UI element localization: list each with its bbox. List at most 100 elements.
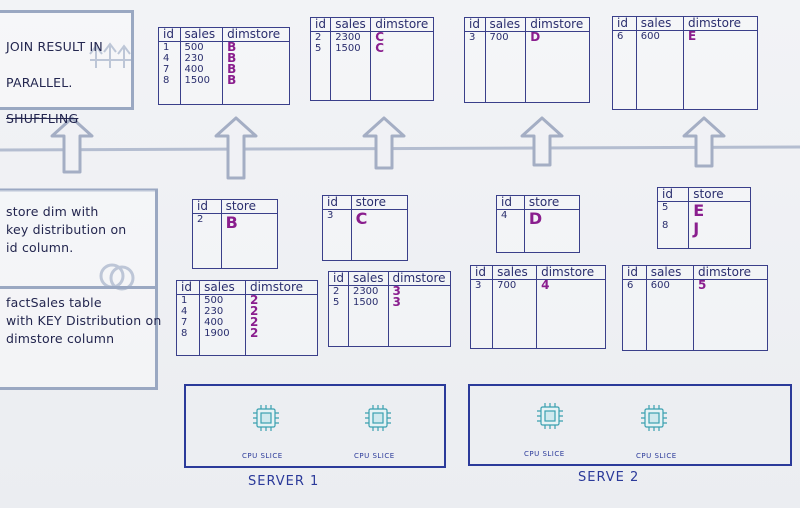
- table-filler-row: [497, 228, 580, 253]
- table-filler-cell: [311, 54, 331, 101]
- table-cell: 3: [387, 296, 451, 308]
- table-cell: 3: [327, 210, 334, 221]
- server-1-box: [184, 384, 446, 468]
- server-1-label: SERVER 1: [248, 474, 320, 489]
- column-header: id: [176, 280, 200, 295]
- table-filler-cell: [688, 238, 751, 249]
- table-cell: 2300: [347, 285, 389, 297]
- table-cell: E: [688, 201, 751, 220]
- column-header: sales: [484, 17, 526, 32]
- table-cell: 5: [333, 297, 340, 308]
- cpu-chip-svg: [641, 405, 667, 431]
- table-filler-row: [623, 291, 768, 351]
- cpu-slice-label: CPU SLICE: [354, 452, 395, 460]
- column-header: id: [657, 187, 689, 202]
- table-filler-row: [159, 86, 290, 105]
- cpu-slice-label: CPU SLICE: [636, 452, 677, 460]
- column-header: sales: [645, 265, 694, 280]
- table-cell: 5: [315, 43, 322, 54]
- table-filler-cell: [220, 232, 278, 269]
- column-header: id: [470, 265, 493, 280]
- join-note-line1: JOIN RESULT IN: [6, 39, 103, 54]
- column-header: store: [350, 195, 408, 210]
- table-cell: 4: [181, 306, 188, 317]
- table-filler-cell: [658, 238, 689, 249]
- table-cell: 2: [245, 305, 318, 317]
- column-header: sales: [330, 17, 371, 32]
- up-arrow-icon: [362, 116, 406, 170]
- table-cell: 2300: [330, 31, 371, 43]
- table-cell: 8: [163, 75, 170, 86]
- table-cell: 8: [662, 220, 669, 231]
- distribution-note: [0, 190, 158, 390]
- column-header: dimstore: [536, 265, 606, 280]
- table-cell: D: [523, 209, 580, 228]
- table-cell: 1900: [199, 328, 246, 339]
- table-filler-row: [177, 339, 318, 356]
- storedim-note-text: store dim with key distribution on id co…: [6, 204, 127, 255]
- table-filler-cell: [323, 228, 352, 261]
- table-cell: 600: [635, 30, 684, 42]
- table-cell: 3: [387, 285, 451, 297]
- table-cell: 400: [199, 317, 246, 328]
- table-cell: 6: [617, 31, 624, 42]
- column-header: sales: [635, 16, 684, 31]
- cpu-chip-svg: [365, 405, 391, 431]
- table-filler-cell: [623, 291, 647, 351]
- table-cell: C: [370, 42, 434, 54]
- table-cell: 1: [163, 42, 170, 53]
- table-filler-cell: [347, 308, 389, 347]
- column-header: dimstore: [683, 16, 758, 31]
- table-filler-row: [323, 228, 408, 261]
- table-cell: 2: [245, 327, 318, 339]
- table-filler-cell: [177, 339, 200, 356]
- table-filler-cell: [387, 308, 451, 347]
- table-cell: 500: [199, 294, 246, 306]
- join-note-line2: PARALLEL.: [6, 75, 73, 90]
- table-cell: 600: [645, 279, 694, 291]
- up-arrow-icon: [50, 116, 94, 174]
- table-cell: 230: [199, 306, 246, 317]
- column-header: sales: [347, 271, 389, 286]
- column-header: dimstore: [387, 271, 451, 286]
- table-cell: 2: [315, 32, 322, 43]
- cpu-chip-icon: [534, 400, 566, 436]
- column-header: id: [192, 199, 222, 214]
- up-arrow-icon: [214, 116, 258, 180]
- table-filler-cell: [199, 339, 246, 356]
- table-filler-cell: [693, 291, 768, 351]
- column-header: dimstore: [370, 17, 434, 32]
- table-cell: B: [220, 213, 278, 232]
- table-filler-cell: [523, 228, 580, 253]
- table-cell: 1500: [179, 75, 223, 86]
- table-filler-row: [465, 43, 590, 103]
- table-filler-row: [193, 232, 278, 269]
- cpu-slice-label: CPU SLICE: [242, 452, 283, 460]
- table-cell: 4: [501, 210, 508, 221]
- column-header: id: [328, 271, 349, 286]
- table-filler-cell: [683, 42, 758, 110]
